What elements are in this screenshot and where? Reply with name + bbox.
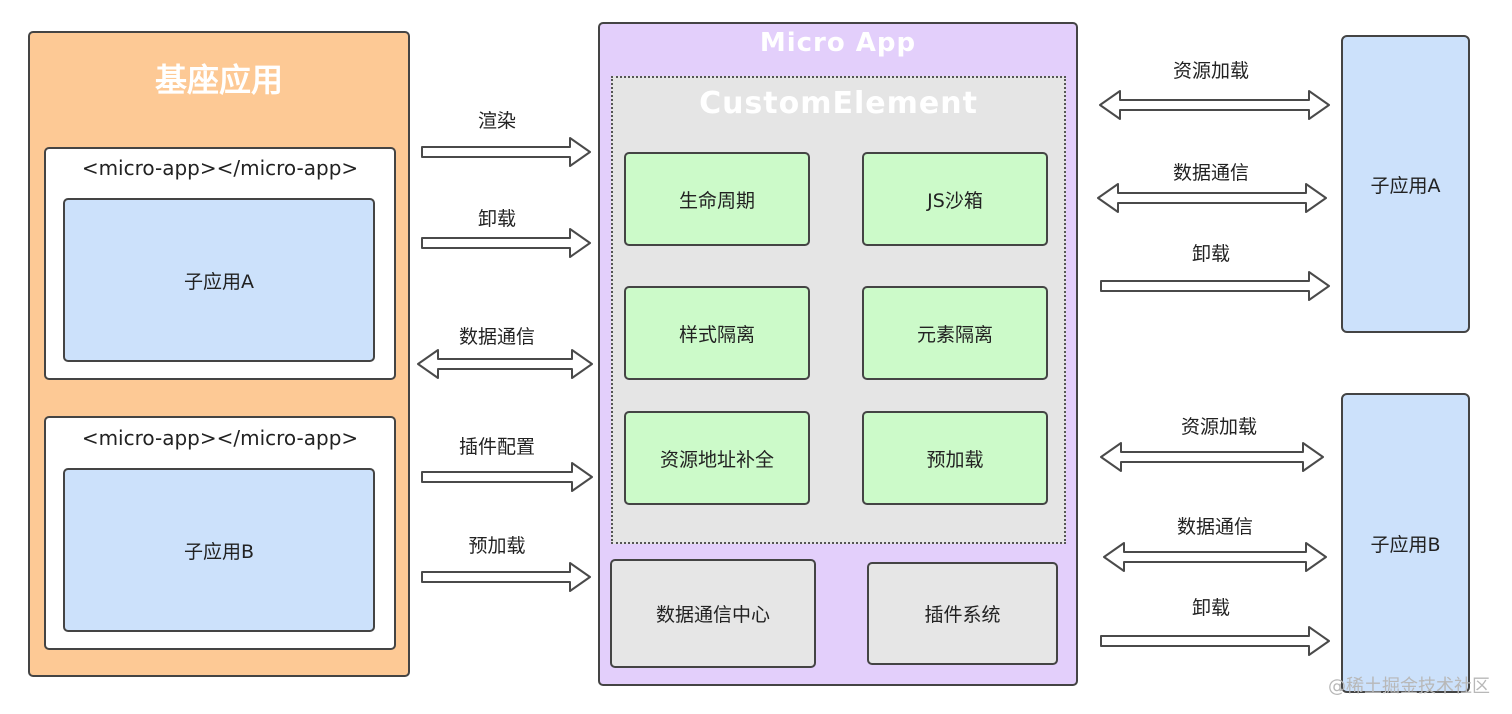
- arrow-label-unmount: 卸载: [477, 208, 516, 230]
- sub-app-a-embedded-label: 子应用A: [184, 270, 254, 293]
- feature-js-sandbox: JS沙箱: [862, 152, 1048, 246]
- micro-app-title: Micro App: [759, 28, 917, 58]
- feature-label: 预加载: [926, 448, 984, 471]
- arrow-double-icon: [1097, 183, 1327, 213]
- arrow-label-b-resource-loading: 资源加载: [1180, 416, 1257, 438]
- sub-app-b-label: 子应用B: [1370, 533, 1441, 556]
- base-app-title: 基座应用: [154, 61, 283, 99]
- sub-app-b-embedded: 子应用B: [63, 468, 375, 632]
- feature-label: JS沙箱: [927, 189, 983, 212]
- arrow-label-plugin-config: 插件配置: [458, 436, 535, 458]
- arrow-double-icon: [417, 349, 593, 379]
- arrow-right-icon: [1100, 626, 1330, 656]
- feature-style-isolation: 样式隔离: [624, 286, 810, 380]
- arrow-label-a-resource-loading: 资源加载: [1172, 60, 1249, 82]
- arrow-label-preload: 预加载: [468, 535, 526, 557]
- feature-label: 元素隔离: [916, 323, 993, 346]
- custom-element-title: CustomElement: [699, 86, 978, 121]
- micro-app-tag-a: <micro-app></micro-app>: [81, 156, 359, 180]
- arrow-right-icon: [421, 462, 593, 492]
- feature-resource-path-completion: 资源地址补全: [624, 411, 810, 505]
- arrow-right-icon: [1100, 271, 1330, 301]
- arrow-label-a-data-communication: 数据通信: [1172, 162, 1249, 184]
- arrow-double-icon: [1099, 90, 1330, 120]
- arrow-right-icon: [421, 228, 591, 258]
- sub-app-a-embedded: 子应用A: [63, 198, 375, 362]
- sub-app-b-embedded-label: 子应用B: [183, 540, 255, 563]
- arrow-label-data-communication: 数据通信: [458, 326, 535, 348]
- watermark: @稀土掘金技术社区: [1328, 676, 1490, 697]
- feature-preload: 预加载: [862, 411, 1048, 505]
- arrow-label-b-data-communication: 数据通信: [1176, 516, 1253, 538]
- plugin-system: 插件系统: [867, 562, 1058, 665]
- data-communication-center: 数据通信中心: [610, 559, 816, 668]
- feature-label: 生命周期: [678, 189, 755, 212]
- arrow-label-a-unmount: 卸载: [1191, 243, 1230, 265]
- sub-app-b: 子应用B: [1341, 393, 1470, 693]
- feature-element-isolation: 元素隔离: [862, 286, 1048, 380]
- arrow-label-b-unmount: 卸载: [1191, 597, 1230, 619]
- sub-app-a: 子应用A: [1341, 35, 1470, 333]
- arrow-right-icon: [421, 137, 591, 167]
- arrow-double-icon: [1100, 442, 1324, 472]
- arrow-label-render: 渲染: [477, 110, 516, 132]
- core-module-label: 数据通信中心: [655, 604, 770, 626]
- feature-label: 样式隔离: [678, 323, 755, 346]
- feature-label: 资源地址补全: [659, 448, 774, 471]
- arrow-right-icon: [421, 562, 591, 592]
- sub-app-a-label: 子应用A: [1370, 174, 1441, 197]
- feature-lifecycle: 生命周期: [624, 152, 810, 246]
- core-module-label: 插件系统: [924, 604, 1001, 626]
- arrow-double-icon: [1103, 542, 1327, 572]
- micro-app-tag-b: <micro-app></micro-app>: [81, 426, 359, 450]
